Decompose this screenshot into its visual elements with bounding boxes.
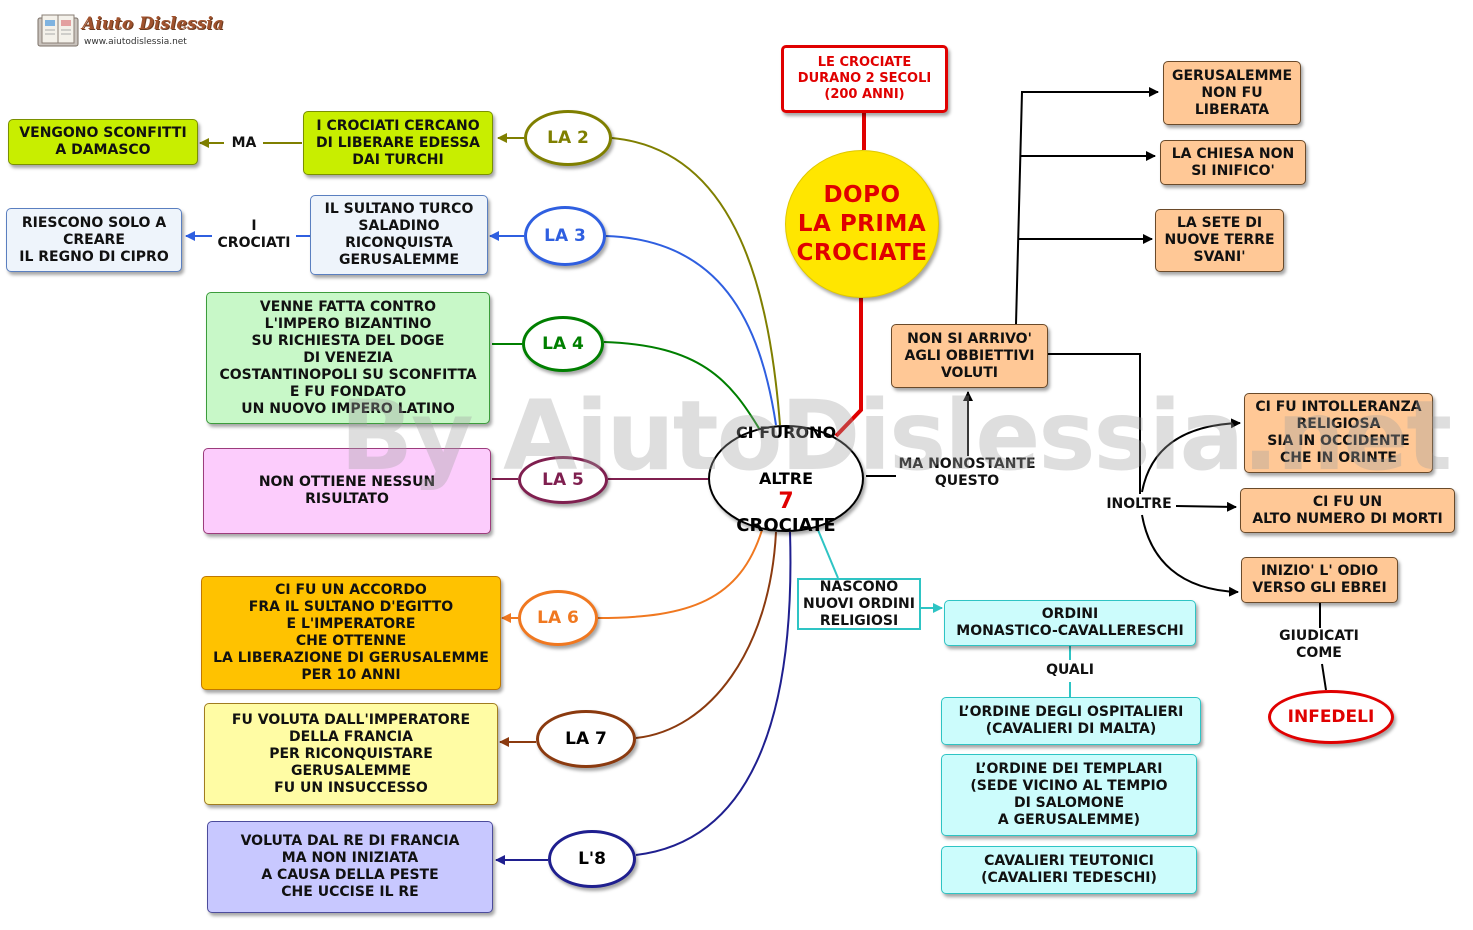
crusade-3-result: RIESCONO SOLO A CREARE IL REGNO DI CIPRO <box>6 208 182 272</box>
judged-oval: INFEDELI <box>1268 690 1394 744</box>
also-label: INOLTRE <box>1102 496 1176 513</box>
crusade-7-text: FU VOLUTA DALL'IMPERATORE DELLA FRANCIA … <box>204 703 498 805</box>
crusade-2-oval: LA 2 <box>524 110 612 166</box>
reason-2: LA CHIESA NON SI INIFICO' <box>1160 140 1306 185</box>
also-3: INIZIO' L' ODIO VERSO GLI EBREI <box>1241 557 1398 603</box>
crusade-2-link: MA <box>226 135 262 152</box>
logo-url[interactable]: www.aiutodislessia.net <box>84 37 187 47</box>
orders-type: ORDINI MONASTICO-CAVALLERESCHI <box>944 600 1196 646</box>
central-line3: CROCIATE <box>736 514 836 536</box>
central-line2: ALTRE 7 <box>758 468 814 514</box>
reason-1: GERUSALEMME NON FU LIBERATA <box>1163 61 1301 125</box>
central-number: 7 <box>778 488 794 514</box>
crusade-2-result: VENGONO SCONFITTI A DAMASCO <box>8 119 198 165</box>
crusade-3-text: IL SULTANO TURCO SALADINO RICONQUISTA GE… <box>310 195 488 275</box>
crusade-6-oval: LA 6 <box>518 590 598 646</box>
outcome-link: MA NONOSTANTE QUESTO <box>896 456 1038 490</box>
crusade-5-text: NON OTTIENE NESSUN RISULTATO <box>203 448 491 534</box>
judged-label: GIUDICATI COME <box>1272 628 1366 662</box>
order-3: CAVALIERI TEUTONICI (CAVALIERI TEDESCHI) <box>941 846 1197 894</box>
crusade-8-text: VOLUTA DAL RE DI FRANCIA MA NON INIZIATA… <box>207 821 493 913</box>
order-1: L’ORDINE DEGLI OSPITALIERI (CAVALIERI DI… <box>941 697 1201 745</box>
crusade-7-oval: LA 7 <box>536 710 636 768</box>
central-line1: CI FURONO <box>735 422 837 442</box>
crusade-4-text: VENNE FATTA CONTRO L'IMPERO BIZANTINO SU… <box>206 292 490 424</box>
crusade-3-oval: LA 3 <box>524 206 606 266</box>
crusade-6-text: CI FU UN ACCORDO FRA IL SULTANO D'EGITTO… <box>201 576 501 690</box>
order-2: L’ORDINE DEI TEMPLARI (SEDE VICINO AL TE… <box>941 754 1197 836</box>
crusade-3-link: I CROCIATI <box>212 218 296 252</box>
crusade-2-text: I CROCIATI CERCANO DI LIBERARE EDESSA DA… <box>303 111 493 175</box>
reason-3: LA SETE DI NUOVE TERRE SVANI' <box>1155 209 1284 272</box>
also-2: CI FU UN ALTO NUMERO DI MORTI <box>1240 488 1455 533</box>
book-icon <box>37 14 79 47</box>
also-1: CI FU INTOLLERANZA RELIGIOSA SIA IN OCCI… <box>1244 393 1433 473</box>
title-circle: DOPO LA PRIMA CROCIATE <box>785 150 939 298</box>
orders-which: QUALI <box>1040 662 1100 679</box>
logo-title: Aiuto Dislessia <box>82 14 224 34</box>
duration-note: LE CROCIATE DURANO 2 SECOLI (200 ANNI) <box>781 45 948 113</box>
crusade-5-oval: LA 5 <box>518 456 608 504</box>
crusade-4-oval: LA 4 <box>522 316 604 372</box>
central-node: CI FURONO ALTRE 7 CROCIATE <box>708 423 864 536</box>
crusade-8-oval: L'8 <box>548 830 636 888</box>
outcome-box: NON SI ARRIVO' AGLI OBBIETTIVI VOLUTI <box>891 324 1048 388</box>
orders-label: NASCONO NUOVI ORDINI RELIGIOSI <box>797 578 921 630</box>
